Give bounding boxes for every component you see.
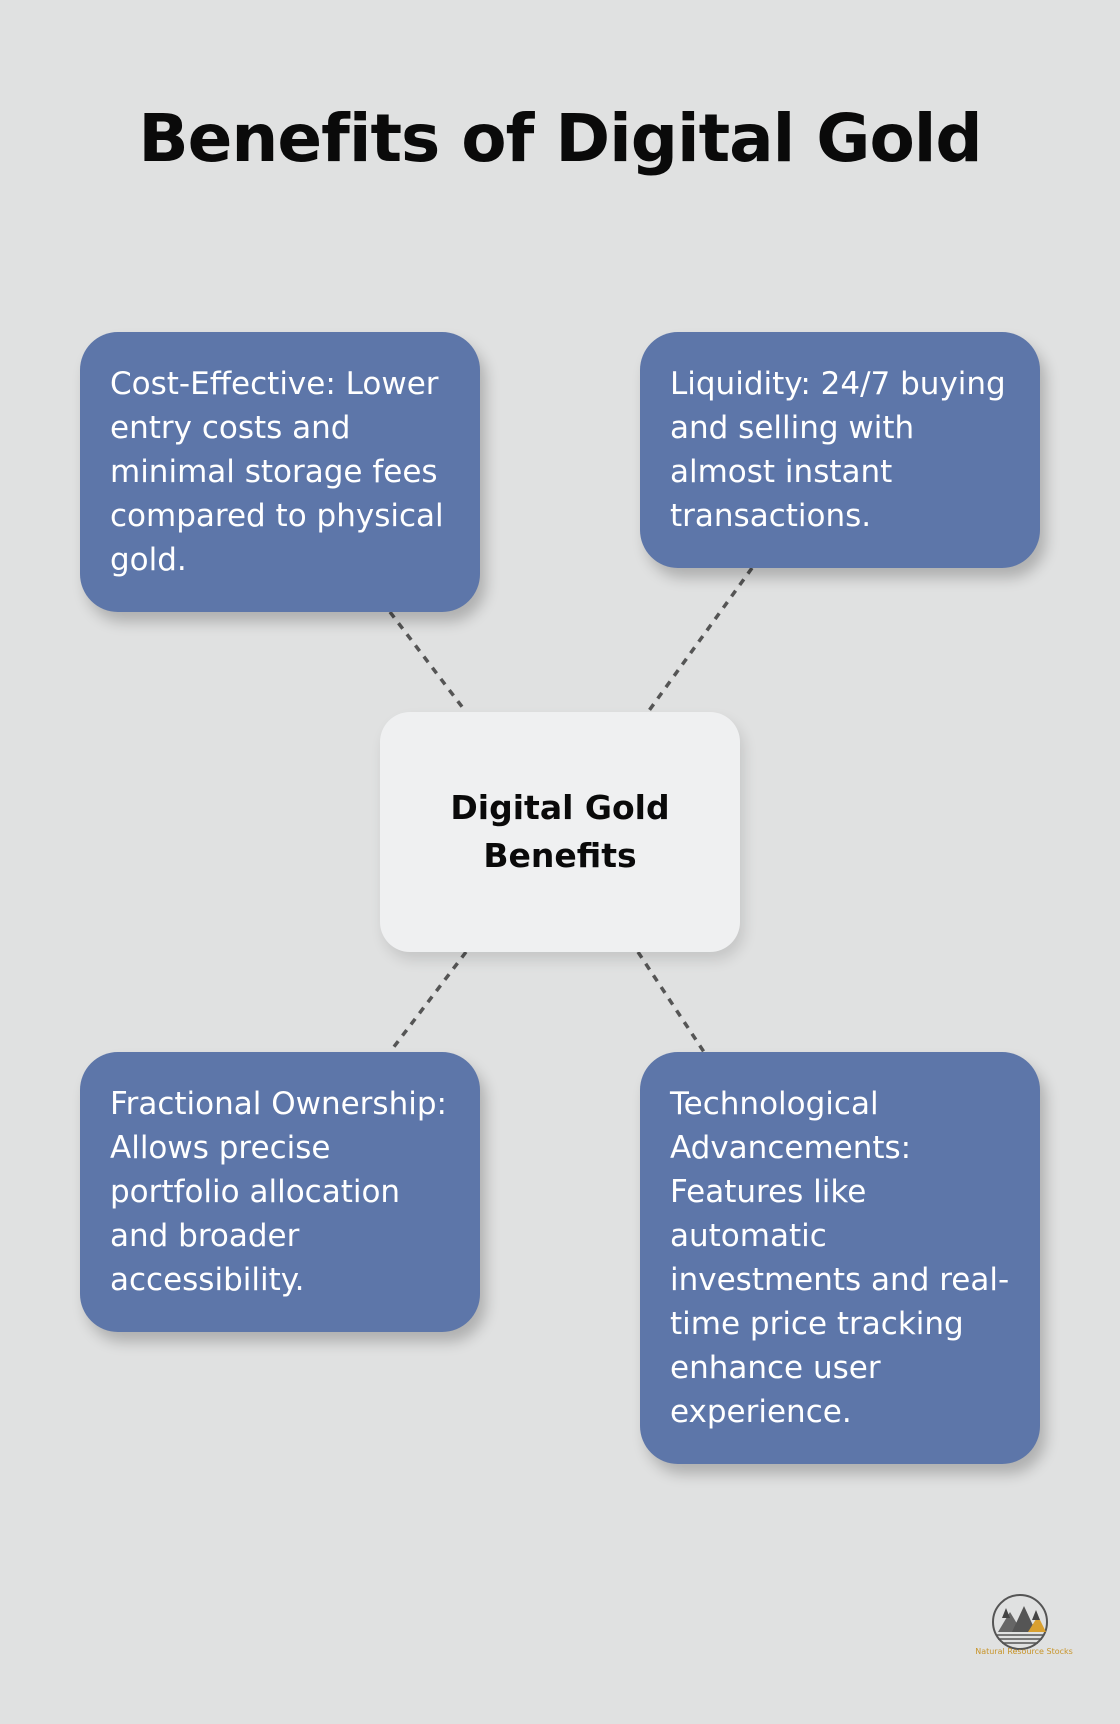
benefit-text: Liquidity: 24/7 buying and selling with … — [670, 366, 1006, 534]
benefit-card-technological-advancements: Technological Advancements: Features lik… — [640, 1052, 1040, 1464]
logo-caption: Natural Resource Stocks — [975, 1647, 1073, 1656]
connector-bottom-left — [388, 950, 468, 1054]
benefit-text: Fractional Ownership: Allows precise por… — [110, 1086, 447, 1298]
mountain-tree-logo-icon — [992, 1594, 1048, 1650]
center-node: Digital Gold Benefits — [380, 712, 740, 952]
connector-top-right — [646, 566, 754, 714]
connector-top-left — [388, 610, 468, 714]
connector-bottom-right — [636, 951, 706, 1053]
page-title: Benefits of Digital Gold — [138, 100, 982, 177]
benefit-text: Cost-Effective: Lower entry costs and mi… — [110, 366, 444, 578]
center-node-label: Digital Gold Benefits — [450, 788, 670, 875]
benefit-card-liquidity: Liquidity: 24/7 buying and selling with … — [640, 332, 1040, 568]
benefit-text: Technological Advancements: Features lik… — [670, 1086, 1010, 1430]
benefit-card-cost-effective: Cost-Effective: Lower entry costs and mi… — [80, 332, 480, 612]
benefit-card-fractional-ownership: Fractional Ownership: Allows precise por… — [80, 1052, 480, 1332]
